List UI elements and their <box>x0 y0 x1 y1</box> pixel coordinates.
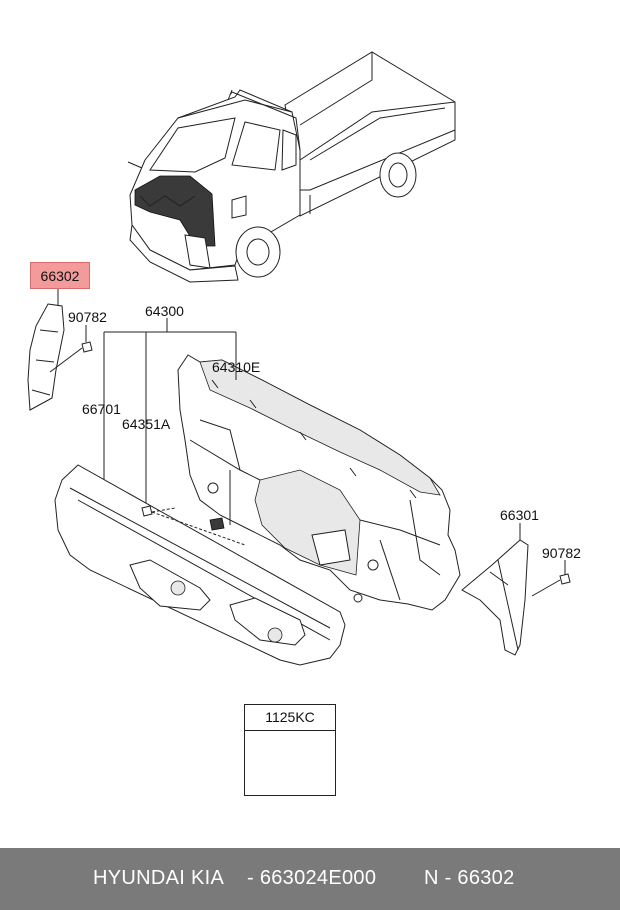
label-66701: 66701 <box>82 401 121 417</box>
pillar-trim-66302 <box>27 303 65 411</box>
parts-diagram: 90782 64300 64310E 66701 64351A 66301 90… <box>27 51 581 783</box>
label-66302: 66302 <box>40 268 80 284</box>
label-1125KC: 1125KC <box>245 705 335 731</box>
dash-panel-64300 <box>177 354 461 611</box>
leader-64300 <box>103 318 237 505</box>
label-64351A: 64351A <box>122 416 171 432</box>
screw-64351A <box>141 505 246 546</box>
truck-illustration <box>127 51 456 283</box>
screw-90782-left <box>49 341 93 373</box>
callout-box-1125KC: 1125KC <box>244 704 336 796</box>
footer-brand: HYUNDAI KIA <box>93 867 225 889</box>
label-90782-right: 90782 <box>542 545 581 561</box>
label-66301: 66301 <box>500 507 539 523</box>
label-64300: 64300 <box>145 303 184 319</box>
footer-bar: HYUNDAI KIA - 663024E000 N - 66302 <box>0 848 620 910</box>
pillar-trim-66301 <box>461 539 529 656</box>
screw-90782-right <box>531 573 571 597</box>
label-90782-left: 90782 <box>68 309 107 325</box>
label-64310E: 64310E <box>212 359 260 375</box>
footer-ref: N - 66302 <box>424 867 515 889</box>
highlighted-part-label[interactable]: 66302 <box>30 262 90 289</box>
cowl-trim-66701 <box>54 464 346 666</box>
footer-part-number: - 663024E000 <box>247 867 377 889</box>
